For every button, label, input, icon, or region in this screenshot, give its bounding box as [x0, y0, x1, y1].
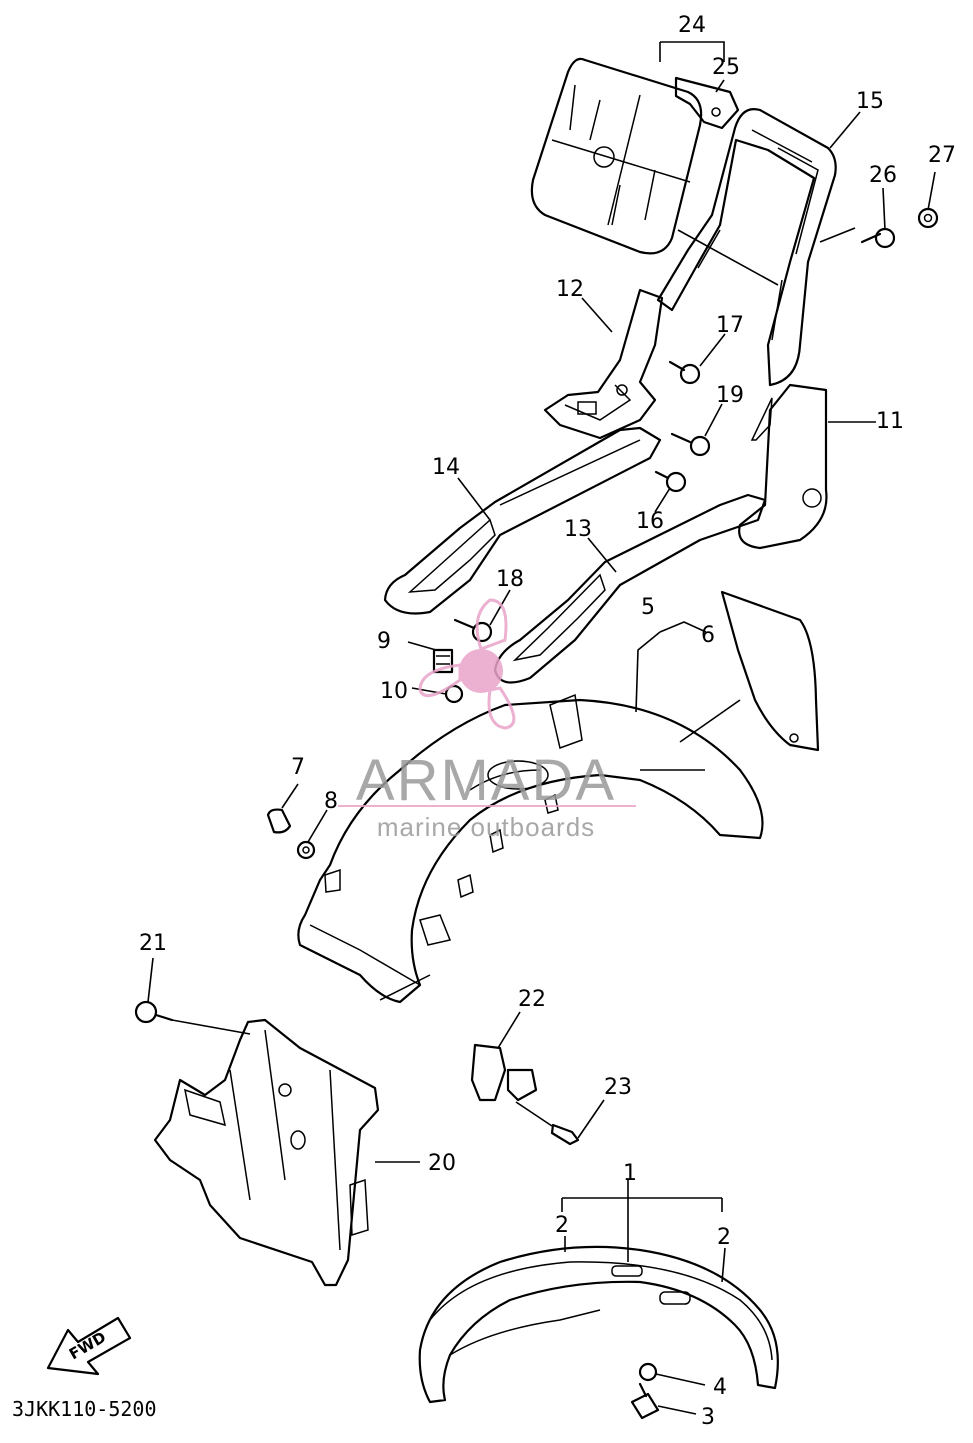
callout-9: 9 — [377, 629, 391, 654]
part-7-bolt — [266, 808, 292, 834]
callout-12: 12 — [556, 277, 584, 302]
callout-19: 19 — [716, 383, 744, 408]
leader-lines — [147, 41, 936, 1415]
part-23-screw — [550, 1123, 580, 1146]
armada-logo-icon — [418, 598, 516, 730]
drawing-code: 3JKK110-5200 — [12, 1397, 157, 1421]
part-8-nut — [296, 840, 316, 860]
callout-20: 20 — [428, 1151, 456, 1176]
callout-2-left: 2 — [555, 1213, 569, 1238]
callout-2-right: 2 — [717, 1225, 731, 1250]
part-27-nut — [917, 207, 939, 229]
callout-26: 26 — [869, 163, 897, 188]
callout-3: 3 — [701, 1405, 715, 1430]
part-22-clip — [470, 1043, 538, 1102]
callout-17: 17 — [716, 313, 744, 338]
callout-1: 1 — [623, 1161, 637, 1186]
fwd-arrow-icon: FWD — [46, 1316, 132, 1376]
callout-22: 22 — [518, 987, 546, 1012]
part-9-bolt — [432, 648, 454, 674]
part-14-grab-bar — [383, 426, 662, 615]
callout-24: 24 — [678, 13, 706, 38]
part-4-nut — [638, 1362, 658, 1382]
callout-14: 14 — [432, 455, 460, 480]
part-17-bolt — [668, 360, 701, 385]
part-16-bolt — [654, 470, 687, 493]
part-15-backrest-frame — [656, 108, 837, 387]
part-1-front-fender — [418, 1245, 779, 1404]
callout-11: 11 — [876, 409, 904, 434]
part-25-mounting-plate — [674, 76, 740, 130]
callout-13: 13 — [564, 517, 592, 542]
watermark-brand: ARMADA — [356, 748, 616, 813]
callout-labels: 1 2 2 3 4 5 6 7 8 9 10 11 12 13 14 15 16… — [139, 13, 956, 1430]
part-24-backrest-pad — [530, 57, 703, 255]
callout-27: 27 — [928, 143, 956, 168]
part-20-lower-cover — [153, 1018, 380, 1287]
armada-watermark: ARMADA marine outboards — [338, 598, 636, 842]
callout-7: 7 — [291, 755, 305, 780]
part-21-bolt — [134, 1000, 174, 1024]
part-12-bracket — [543, 288, 664, 440]
leader-15-center — [677, 229, 779, 286]
part-18-bolt — [453, 618, 493, 643]
callout-15: 15 — [856, 89, 884, 114]
fwd-label: FWD — [66, 1328, 109, 1363]
callout-23: 23 — [604, 1075, 632, 1100]
callout-4: 4 — [713, 1375, 727, 1400]
callout-21: 21 — [139, 931, 167, 956]
part-13-grab-bar — [493, 493, 767, 684]
part-3-bolt — [630, 1382, 660, 1420]
callout-16: 16 — [636, 509, 664, 534]
part-19-bolt — [670, 432, 711, 457]
part-6-plate — [720, 590, 820, 752]
callout-5: 5 — [641, 595, 655, 620]
part-11-side-cover — [738, 383, 828, 550]
callout-10: 10 — [380, 679, 408, 704]
part-26-bolt — [860, 227, 896, 249]
callout-8: 8 — [324, 789, 338, 814]
part-5-rear-fender — [297, 693, 764, 1004]
callout-18: 18 — [496, 567, 524, 592]
watermark-tagline: marine outboards — [377, 812, 595, 842]
callout-6: 6 — [701, 623, 715, 648]
callout-25: 25 — [712, 55, 740, 80]
